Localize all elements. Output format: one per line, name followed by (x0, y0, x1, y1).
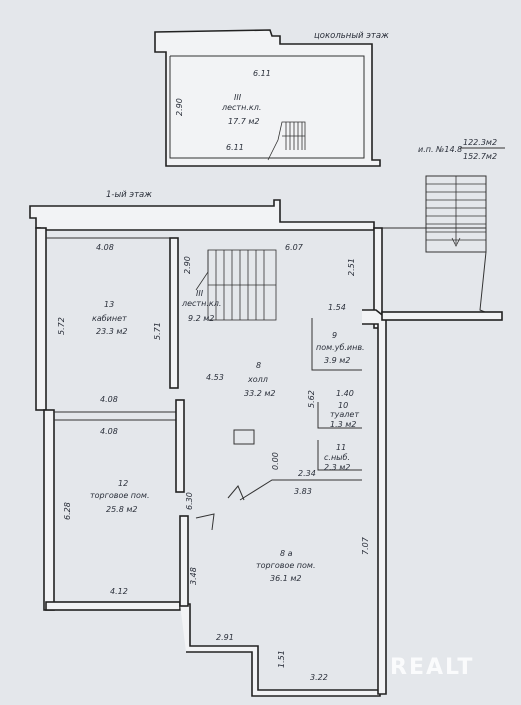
room13-name: кабинет (92, 314, 127, 323)
dim-2-90: 2.90 (183, 256, 192, 274)
dim-3-22: 3.22 (310, 673, 328, 682)
room8-number: 8 (256, 361, 261, 370)
dim-4-53: 4.53 (206, 373, 224, 382)
dim-3-48: 3.48 (189, 567, 198, 585)
basement-outer-wall (154, 29, 381, 167)
room8a-area: 36.1 м2 (270, 574, 301, 583)
partition-angle (227, 485, 245, 501)
dim-6-28: 6.28 (63, 502, 72, 520)
basement-room-name: лестн.кл. (221, 103, 261, 112)
floor1-bottom-left-wall (45, 601, 181, 611)
dim-6-30: 6.30 (185, 492, 194, 510)
dim-5-72: 5.72 (57, 317, 66, 335)
wall-room10 (317, 402, 362, 429)
dim-5-71: 5.71 (153, 322, 162, 340)
floor1-left-wall-upper (35, 227, 47, 411)
basement-dim-bottom: 6.11 (226, 143, 244, 152)
basement-plan (154, 29, 381, 167)
dim-4-08-mid2: 4.08 (100, 427, 118, 436)
room9-area: 3.9 м2 (324, 356, 350, 365)
door-swing (195, 513, 215, 531)
room10-name: туалет (330, 410, 359, 419)
floor1-porch-wall (381, 311, 503, 321)
wall-room11 (317, 440, 362, 471)
room9-name: пом.уб.инв. (316, 343, 365, 352)
dim-1-51: 1.51 (277, 650, 286, 668)
dim-0-00: 0.00 (271, 452, 280, 470)
dim-6-07: 6.07 (285, 243, 304, 252)
basement-dim-left: 2.90 (175, 98, 184, 116)
dim-3-83: 3.83 (294, 487, 312, 496)
area-note-area2: 152.7м2 (463, 152, 497, 161)
room8a-name: торговое пом. (256, 561, 316, 570)
floor1-right-wall-lower (362, 309, 387, 695)
floor1-left-wall-lower (43, 409, 55, 611)
room3-number: III (196, 289, 204, 298)
dim-2-51: 2.51 (347, 258, 356, 276)
basement-stairs (267, 121, 306, 161)
room3-area: 9.2 м2 (188, 314, 214, 323)
room11-number: 11 (336, 443, 346, 452)
room8-name: холл (247, 375, 268, 384)
room12-number: 12 (118, 479, 128, 488)
room10-area: 1.3 м2 (330, 420, 356, 429)
dim-4-08-mid1: 4.08 (100, 395, 118, 404)
dim-5-62: 5.62 (307, 390, 316, 408)
room8-area: 33.2 м2 (244, 389, 275, 398)
wall-shop8a-top (239, 479, 362, 501)
column (233, 429, 255, 445)
room3-name: лестн.кл. (181, 299, 221, 308)
basement-header: цокольный этаж (314, 31, 389, 41)
room11-name: с.ныб. (324, 453, 350, 462)
wall-shop8a-left (179, 515, 189, 607)
floor1-bottom-wall (180, 603, 381, 697)
basement-room-area: 17.7 м2 (228, 117, 259, 126)
basement-inner-wall (169, 55, 365, 159)
area-note-area1: 122.3м2 (463, 138, 497, 147)
room11-area: 2.3 м2 (324, 463, 350, 472)
dim-2-34: 2.34 (298, 469, 316, 478)
basement-room-number: III (234, 93, 242, 102)
first-floor-plan (29, 199, 503, 697)
realt-watermark: REALT (390, 655, 474, 680)
room13-area: 23.3 м2 (96, 327, 127, 336)
dim-7-07: 7.07 (361, 536, 370, 555)
room9-number: 9 (332, 331, 337, 340)
room10-number: 10 (338, 401, 348, 410)
room12-name: торговое пом. (90, 491, 150, 500)
dim-4-12: 4.12 (110, 587, 128, 596)
dim-4-08-top: 4.08 (96, 243, 114, 252)
basement-dim-top: 6.11 (253, 69, 271, 78)
floor1-header: 1-ый этаж (106, 190, 152, 200)
room13-number: 13 (104, 300, 114, 309)
dim-2-91: 2.91 (216, 633, 234, 642)
area-note-prefix: и.п. №14.8 (418, 145, 462, 154)
dim-1-54: 1.54 (328, 303, 346, 312)
interior-stairs (195, 249, 277, 321)
room8a-number: 8 а (280, 549, 293, 558)
wall-room9 (311, 318, 362, 371)
wall-shop12-right (175, 399, 185, 493)
room12-area: 25.8 м2 (106, 505, 137, 514)
dim-1-40: 1.40 (336, 389, 354, 398)
wall-office-right (169, 237, 179, 389)
exterior-stairs (425, 175, 487, 253)
